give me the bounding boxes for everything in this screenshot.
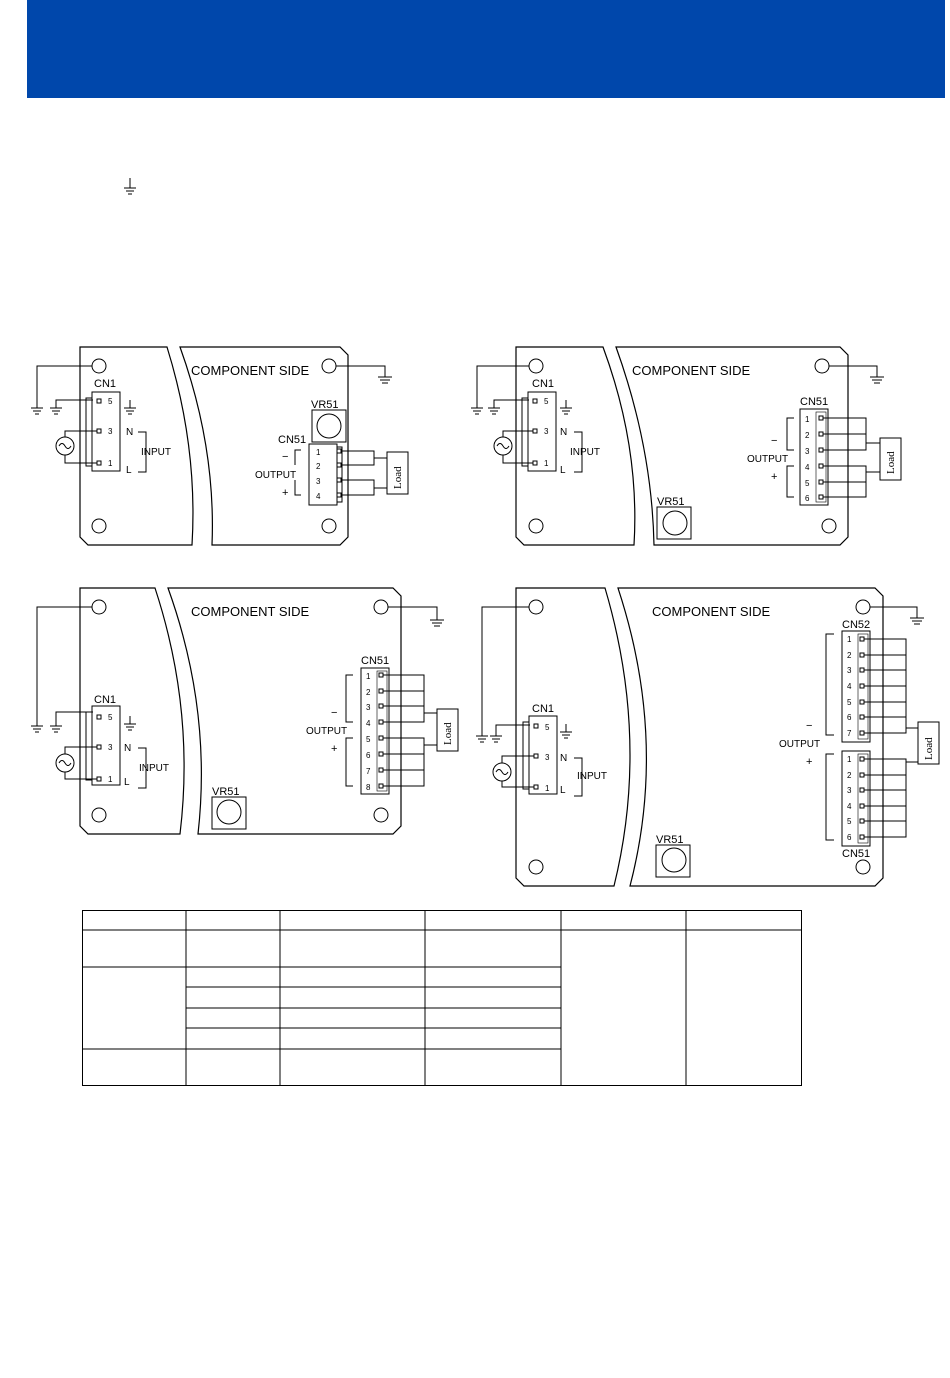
plus-sign: +: [331, 743, 337, 755]
load-label: Load: [392, 466, 404, 489]
output-pin-label: 2: [847, 771, 852, 780]
input-label: INPUT: [139, 763, 169, 774]
output-pin-label: 3: [366, 703, 371, 712]
table-border: [82, 910, 802, 1086]
output-pin-label: 3: [805, 447, 810, 456]
load-label: Load: [923, 737, 935, 760]
plus-sign: +: [282, 487, 288, 499]
output-pin-label: 1: [366, 672, 371, 681]
output-pin-label: 1: [847, 755, 852, 764]
output-pin-label: 7: [366, 767, 371, 776]
output-pin-label: 6: [805, 494, 810, 503]
input-connector-label: CN1: [94, 694, 116, 706]
trimmer-label: VR51: [311, 399, 339, 411]
input-term-l: L: [126, 465, 132, 476]
input-label: INPUT: [570, 447, 600, 458]
minus-sign: −: [331, 707, 337, 719]
output-connector-label: CN51: [800, 396, 828, 408]
input-term-l: L: [560, 465, 566, 476]
output-pin-label: 2: [847, 651, 852, 660]
minus-sign: −: [771, 435, 777, 447]
trimmer-label: VR51: [656, 834, 684, 846]
minus-sign: −: [282, 451, 288, 463]
output-pin-label: 7: [847, 729, 852, 738]
output-pin-label: 6: [366, 751, 371, 760]
plus-sign: +: [771, 471, 777, 483]
output-pin-label: 2: [366, 688, 371, 697]
output-pin-label: 3: [847, 666, 852, 675]
input-term-n: N: [560, 427, 567, 438]
input-term-n: N: [560, 753, 567, 764]
input-label: INPUT: [577, 771, 607, 782]
output-pin-label: 3: [847, 786, 852, 795]
spec-table: [82, 910, 802, 1086]
input-pin-label: 5: [545, 723, 550, 732]
trimmer-label: VR51: [657, 496, 685, 508]
trimmer-label: VR51: [212, 786, 240, 798]
input-pin-label: 1: [108, 775, 113, 784]
output-connector-label: CN51: [361, 655, 389, 667]
input-pin-label: 1: [545, 784, 550, 793]
input-pin-label: 5: [108, 713, 113, 722]
input-pin-label: 3: [544, 427, 549, 436]
output-label: OUTPUT: [255, 470, 296, 481]
minus-sign: −: [806, 720, 812, 732]
output-pin-label: 4: [847, 682, 852, 691]
output-pin-label: 4: [847, 802, 852, 811]
input-term-l: L: [560, 785, 566, 796]
output-pin-label: 5: [805, 479, 810, 488]
input-pin-label: 1: [544, 459, 549, 468]
output-label: OUTPUT: [779, 739, 820, 750]
load-label: Load: [885, 451, 897, 474]
output-label: OUTPUT: [747, 454, 788, 465]
load-label: Load: [442, 722, 454, 745]
input-pin-label: 5: [108, 397, 113, 406]
input-term-n: N: [124, 743, 131, 754]
input-connector-label: CN1: [532, 703, 554, 715]
output-pin-label: 1: [847, 635, 852, 644]
component-side-label: COMPONENT SIDE: [191, 604, 310, 619]
output-pin-label: 5: [847, 698, 852, 707]
output-connector-top-label: CN52: [842, 619, 870, 631]
output-pin-label: 6: [847, 713, 852, 722]
output-label: OUTPUT: [306, 726, 347, 737]
header-banner: [27, 0, 945, 98]
input-pin-label: 3: [545, 753, 550, 762]
plus-sign: +: [806, 756, 812, 768]
input-connector-label: CN1: [94, 378, 116, 390]
output-pin-label: 4: [805, 463, 810, 472]
output-pin-label: 6: [847, 833, 852, 842]
output-pin-label: 2: [805, 431, 810, 440]
output-pin-label: 4: [316, 492, 321, 501]
output-pin-label: 8: [366, 783, 371, 792]
component-side-label: COMPONENT SIDE: [652, 604, 771, 619]
input-pin-label: 3: [108, 427, 113, 436]
output-pin-label: 1: [316, 448, 321, 457]
output-pin-label: 5: [366, 735, 371, 744]
input-label: INPUT: [141, 447, 171, 458]
component-side-label: COMPONENT SIDE: [191, 363, 310, 378]
output-pin-label: 5: [847, 817, 852, 826]
output-pin-label: 4: [366, 719, 371, 728]
input-connector-label: CN1: [532, 378, 554, 390]
input-term-n: N: [126, 427, 133, 438]
input-pin-label: 3: [108, 743, 113, 752]
ground-symbol-icon: [124, 178, 136, 195]
input-term-l: L: [124, 777, 130, 788]
input-pin-label: 5: [544, 397, 549, 406]
component-side-label: COMPONENT SIDE: [632, 363, 751, 378]
output-pin-label: 3: [316, 477, 321, 486]
output-connector-bottom-label: CN51: [842, 848, 870, 860]
output-pin-label: 1: [805, 415, 810, 424]
output-pin-label: 2: [316, 462, 321, 471]
output-connector-label: CN51: [278, 434, 306, 446]
input-pin-label: 1: [108, 459, 113, 468]
